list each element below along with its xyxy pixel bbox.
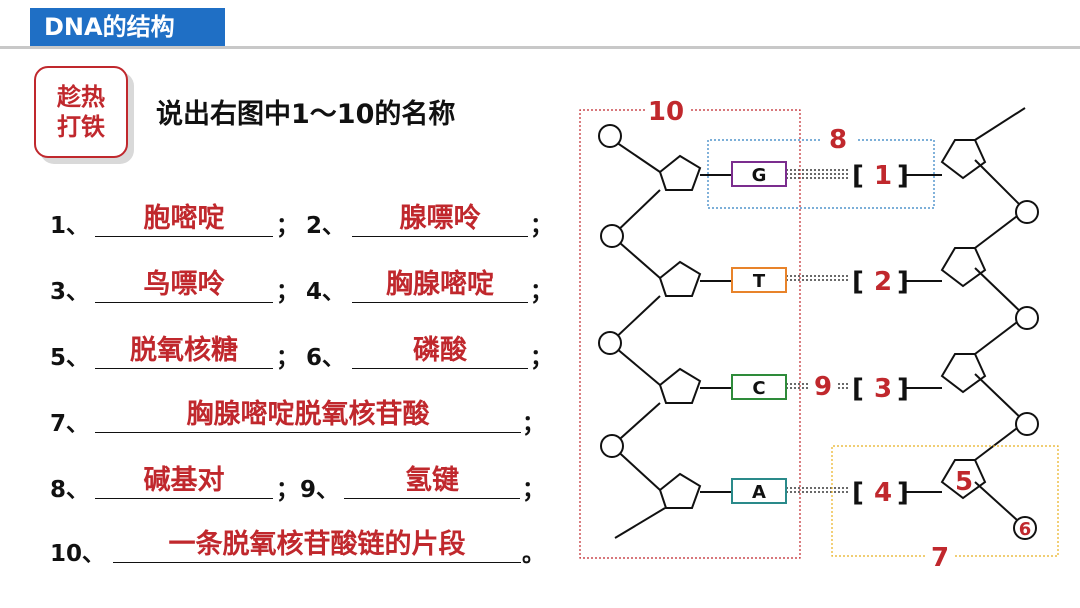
answer-4: 胸腺嘧啶 — [386, 269, 494, 300]
label-2: 2 — [874, 267, 892, 297]
blank-3 — [95, 268, 273, 303]
label-7: 7 — [931, 543, 949, 573]
base-g: G — [752, 165, 767, 186]
semicolon-8: ； — [276, 477, 299, 503]
item-number-4: 4、 — [306, 279, 346, 305]
semicolon-5: ； — [276, 345, 299, 371]
bracket-open-4: [ — [852, 478, 864, 508]
answer-8: 碱基对 — [143, 465, 225, 496]
base-t: T — [753, 271, 766, 292]
label-10: 10 — [648, 97, 684, 127]
label-9: 9 — [814, 372, 832, 402]
label-6: 6 — [1019, 519, 1032, 540]
exercise-badge: 趁热 打铁 — [34, 66, 128, 158]
bracket-open-3: [ — [852, 374, 864, 404]
semicolon-6: ； — [530, 345, 553, 371]
region-7-box — [831, 445, 1059, 557]
semicolon-9: ； — [522, 477, 545, 503]
blank-7 — [95, 398, 521, 433]
badge-line2: 打铁 — [57, 113, 105, 141]
label-3: 3 — [874, 374, 892, 404]
answer-10: 一条脱氧核苷酸链的片段 — [168, 529, 466, 560]
label-8: 8 — [829, 125, 847, 155]
answer-7: 胸腺嘧啶脱氧核苷酸 — [186, 399, 430, 430]
period-10: 。 — [522, 541, 545, 567]
region-8-box — [707, 139, 935, 209]
bracket-close-4: ] — [897, 478, 909, 508]
badge-line1: 趁热 — [57, 83, 105, 111]
answer-5: 脱氧核糖 — [130, 335, 238, 366]
blank-4 — [352, 268, 528, 303]
blank-5 — [95, 334, 273, 369]
item-number-10: 10、 — [50, 541, 106, 567]
semicolon-4: ； — [530, 279, 553, 305]
item-number-1: 1、 — [50, 213, 90, 239]
base-c: C — [752, 378, 765, 399]
blank-10 — [113, 528, 521, 563]
bracket-open-2: [ — [852, 267, 864, 297]
blank-1 — [95, 202, 273, 237]
item-number-6: 6、 — [306, 345, 346, 371]
item-number-9: 9、 — [300, 477, 340, 503]
answer-3: 鸟嘌呤 — [143, 269, 225, 300]
label-5: 5 — [955, 467, 973, 497]
answer-2: 腺嘌呤 — [399, 203, 481, 234]
blank-6 — [352, 334, 528, 369]
bracket-open-1: [ — [852, 161, 864, 191]
item-number-2: 2、 — [306, 213, 346, 239]
question-text: 说出右图中1～10的名称 — [156, 99, 456, 130]
blank-8 — [95, 464, 273, 499]
answer-6: 磷酸 — [413, 335, 467, 366]
section-title: DNA的结构 — [30, 8, 225, 46]
semicolon-1: ； — [276, 213, 299, 239]
base-a: A — [752, 482, 766, 503]
label-1: 1 — [874, 161, 892, 191]
bracket-close-3: ] — [897, 374, 909, 404]
semicolon-3: ； — [276, 279, 299, 305]
semicolon-2: ； — [530, 213, 553, 239]
label-4: 4 — [874, 478, 892, 508]
answer-9: 氢键 — [405, 465, 459, 496]
semicolon-7: ； — [522, 411, 545, 437]
answer-1: 胞嘧啶 — [143, 203, 225, 234]
item-number-8: 8、 — [50, 477, 90, 503]
item-number-7: 7、 — [50, 411, 90, 437]
bracket-close-2: ] — [897, 267, 909, 297]
title-divider — [0, 46, 1080, 49]
item-number-5: 5、 — [50, 345, 90, 371]
item-number-3: 3、 — [50, 279, 90, 305]
blank-2 — [352, 202, 528, 237]
blank-9 — [344, 464, 520, 499]
bracket-close-1: ] — [897, 161, 909, 191]
